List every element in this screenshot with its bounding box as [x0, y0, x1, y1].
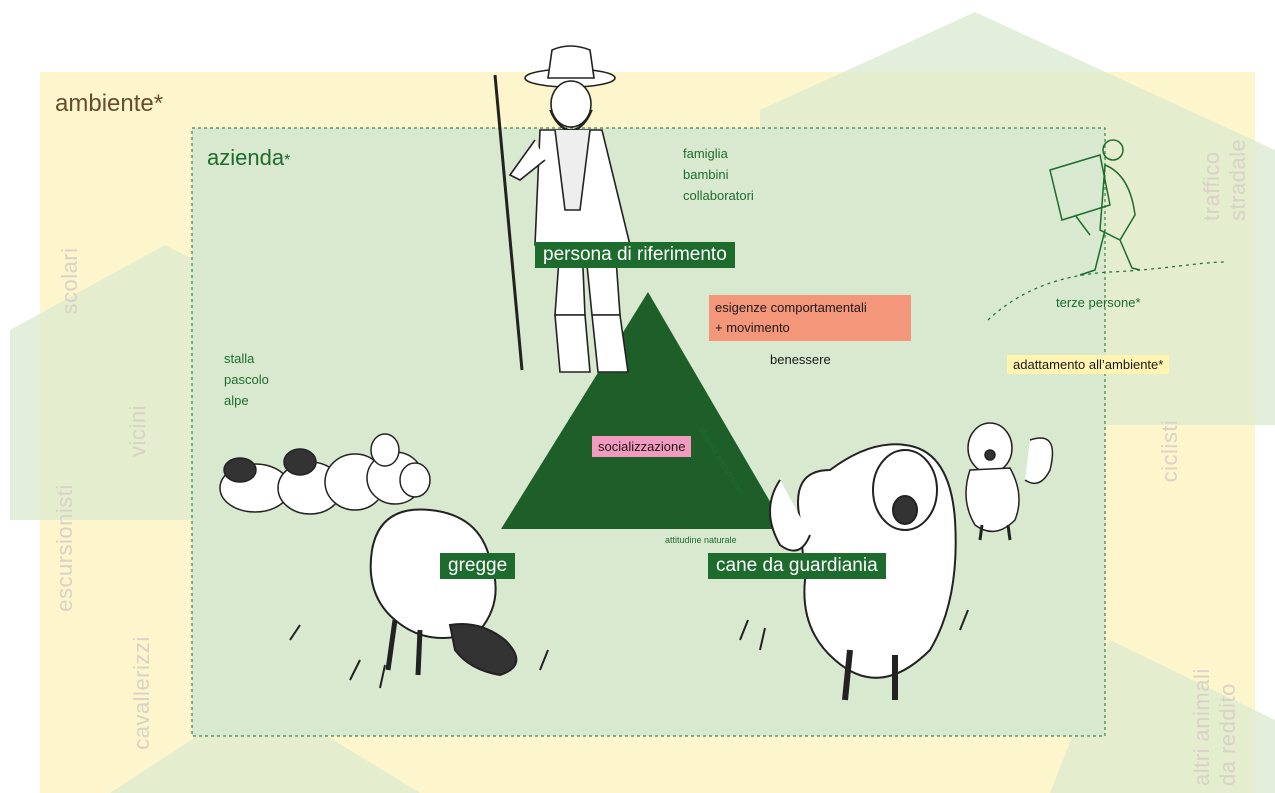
farm-people-item: bambini: [683, 167, 729, 182]
label-altri-animali: altri animali da reddito: [1189, 646, 1241, 786]
flock-label: gregge: [440, 553, 516, 579]
label-ciclisti: ciclisti: [1157, 419, 1182, 483]
reference-person-label: persona di riferimento: [535, 242, 735, 268]
relationship-triangle: [501, 292, 786, 529]
guard-dog-label: cane da guardiania: [708, 553, 886, 579]
bg-house-bottom-left: [110, 695, 420, 793]
behavioral-needs-box: esigenze comportamentali + movimento: [709, 295, 911, 341]
farm-place-item: stalla: [224, 351, 255, 366]
farm-title: azienda*: [207, 145, 290, 171]
behavioral-needs-line: esigenze comportamentali: [715, 300, 867, 315]
label-cavallerizzi: cavallerizzi: [129, 636, 154, 750]
farm-people-item: famiglia: [683, 146, 728, 161]
adaptation-label: adattamento all’ambiente*: [1007, 355, 1170, 374]
wellbeing-label: benessere: [770, 352, 831, 367]
shepherd-illustration: [493, 45, 632, 373]
guard-dog-small-illustration: [965, 422, 1054, 541]
farm-title-text: azienda: [207, 145, 285, 170]
socialization-label: socializzazione: [592, 436, 692, 457]
farm-place-item: pascolo: [224, 372, 269, 387]
environment-title: ambiente*: [55, 90, 164, 117]
label-altri-animali-line1: altri animali: [1189, 668, 1214, 786]
farm-people-list: famiglia bambini collaboratori: [683, 143, 754, 206]
label-escursionisti: escursionisti: [52, 484, 77, 612]
farm-places-list: stalla pascolo alpe: [224, 348, 269, 411]
natural-aptitude-label: attitudine naturale: [665, 535, 737, 545]
label-scolari: scolari: [57, 247, 82, 315]
sheep-grazing-illustration: [289, 508, 549, 689]
label-altri-animali-line2: da reddito: [1215, 683, 1240, 786]
sheep-flock-illustration: [219, 433, 431, 515]
label-stradale: stradale: [1225, 138, 1250, 221]
bg-house-bottom-right: [1050, 640, 1275, 793]
behavioral-needs-line: + movimento: [715, 320, 790, 335]
label-vicini: vicini: [125, 405, 150, 457]
hiker-illustration: [1049, 139, 1141, 276]
farm-people-item: collaboratori: [683, 188, 754, 203]
farm-place-item: alpe: [224, 393, 249, 408]
label-traffico-stradale: traffico stradale: [1199, 111, 1251, 221]
label-traffico: traffico: [1199, 151, 1224, 221]
farm-title-star: *: [284, 152, 291, 169]
third-parties-label: terze persone*: [1056, 295, 1141, 310]
hiker-path-curve: [987, 261, 1226, 321]
